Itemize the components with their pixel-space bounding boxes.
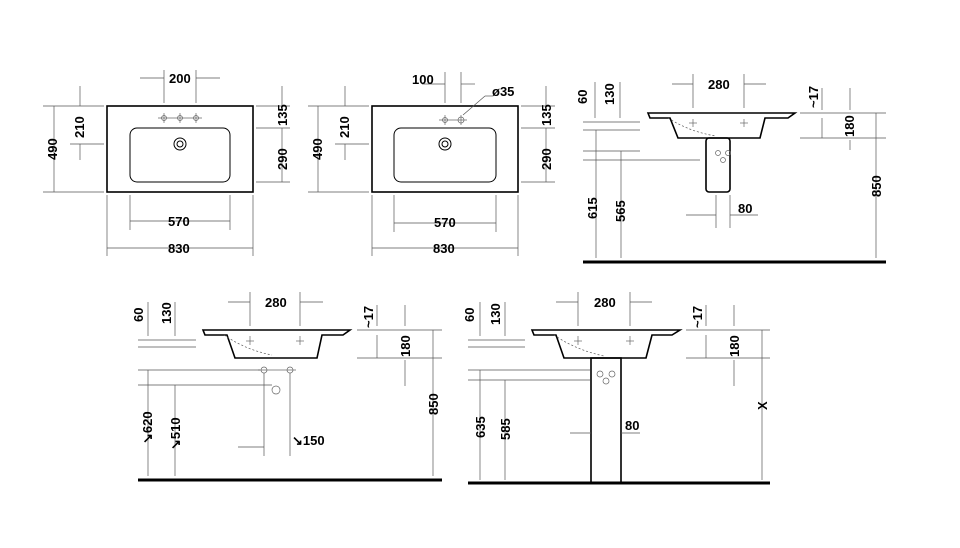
dim-bowl-width: 570: [434, 215, 456, 230]
dim-height-total: 850: [869, 175, 884, 197]
dim-bowl-height: 130: [488, 303, 503, 325]
dim-tap-offset-x: 100: [412, 72, 434, 87]
basin-outline: [106, 105, 254, 193]
dim-depth: 180: [727, 335, 742, 357]
dim-tap-hole-dia: ø35: [492, 84, 514, 99]
dim-tap-spacing: 280: [708, 77, 730, 92]
dim-height-b: 585: [498, 418, 513, 440]
tap-hole-icons: [158, 113, 202, 123]
side-view-1: 280 60 130 ~17 180 850 615 565 80: [575, 74, 886, 264]
tap-hole-icons: [246, 336, 304, 395]
dim-bowl-depth: 290: [275, 148, 290, 170]
dim-edge-offset: 135: [275, 104, 290, 126]
bowl-outline: [393, 127, 497, 183]
dim-rim: 60: [575, 90, 590, 104]
basin-section: [646, 112, 798, 139]
dim-overhang: ~17: [361, 306, 376, 328]
dim-height-a: 615: [585, 197, 600, 219]
dim-height-total: 850: [426, 393, 441, 415]
side-view-2: 280 60 130 ~17 180 850 ↘620 ↘510 ↘150: [131, 292, 442, 482]
siphon: [705, 137, 731, 193]
dim-siphon-width: 80: [625, 418, 639, 433]
dim-height-b: 565: [613, 200, 628, 222]
dim-tap-offset: 210: [337, 116, 352, 138]
dim-siphon-width: 80: [738, 201, 752, 216]
dim-rim: 60: [462, 308, 477, 322]
dim-height-a: ↘620: [140, 411, 155, 444]
dim-height-x: X: [755, 401, 770, 410]
bowl-outline: [129, 127, 231, 183]
side-view-3: 280 60 130 ~17 180 X 635 585 80: [462, 292, 770, 485]
basin-section: [530, 329, 683, 359]
dim-overall-depth: 490: [310, 138, 325, 160]
tap-hole-icons: [439, 115, 467, 125]
top-view-2: 100 ø35 570 830 490 210 135 290: [308, 72, 555, 256]
dim-overall-width: 830: [433, 241, 455, 256]
top-view-1: 200 570 830 490 210 135 290: [43, 70, 290, 256]
dim-bowl-height: 130: [159, 302, 174, 324]
dim-edge-offset: 135: [539, 104, 554, 126]
drain-icon: [438, 137, 452, 151]
dim-overall-depth: 490: [45, 138, 60, 160]
dim-overhang: ~17: [690, 306, 705, 328]
dim-height-a: 635: [473, 416, 488, 438]
dim-height-b: ↘510: [168, 417, 183, 450]
basin-section: [201, 329, 353, 359]
dim-tap-spacing: 200: [169, 71, 191, 86]
dim-rim: 60: [131, 308, 146, 322]
dim-depth: 180: [842, 115, 857, 137]
dim-bowl-depth: 290: [539, 148, 554, 170]
drain-icon: [173, 137, 187, 151]
dim-bowl-width: 570: [168, 214, 190, 229]
basin-outline: [371, 105, 519, 193]
dim-overall-width: 830: [168, 241, 190, 256]
dim-drain-offset: ↘150: [292, 433, 325, 448]
dim-bowl-height: 130: [602, 83, 617, 105]
pedestal-leg: [590, 357, 622, 484]
tap-hole-icons: [574, 336, 634, 385]
tap-hole-icons: [689, 119, 748, 163]
dim-tap-spacing: 280: [265, 295, 287, 310]
dim-tap-offset: 210: [72, 116, 87, 138]
dim-depth: 180: [398, 335, 413, 357]
dim-tap-spacing: 280: [594, 295, 616, 310]
dim-overhang: ~17: [806, 86, 821, 108]
